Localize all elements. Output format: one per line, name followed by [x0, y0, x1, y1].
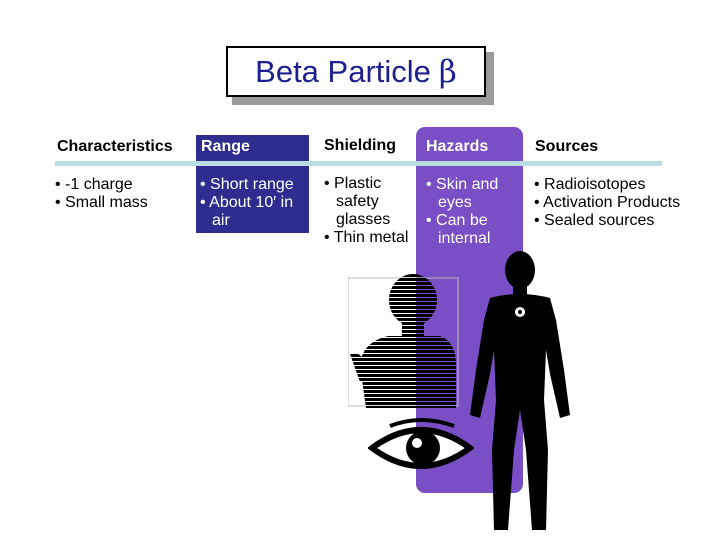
characteristics-list: • -1 charge • Small mass [55, 176, 190, 212]
shielding-list: • Plastic safety glasses • Thin metal [324, 175, 412, 247]
list-item: • Small mass [55, 194, 148, 211]
eye-icon [368, 418, 474, 469]
header-divider [55, 161, 662, 166]
list-item: • Skin and eyes [426, 176, 499, 211]
header-characteristics: Characteristics [57, 138, 173, 155]
list-item: • Activation Products [534, 194, 681, 211]
sources-list: • Radioisotopes • Activation Products • … [534, 176, 694, 230]
list-item: • Thin metal [324, 229, 409, 246]
list-item: • Radioisotopes [534, 176, 646, 193]
header-hazards: Hazards [426, 138, 489, 155]
list-item: • Can be internal [426, 212, 491, 247]
list-item: • Plastic safety glasses [324, 175, 391, 228]
list-item: • About 10′ in air [200, 194, 294, 229]
header-range: Range [201, 138, 250, 155]
title-text: Beta Particle [255, 53, 431, 89]
range-column-box [196, 135, 309, 233]
header-shielding: Shielding [324, 137, 396, 154]
header-sources: Sources [535, 138, 599, 155]
range-list: • Short range • About 10′ in air [200, 176, 312, 230]
hazards-list: • Skin and eyes • Can be internal [426, 176, 518, 248]
list-item: • Sealed sources [534, 212, 655, 229]
human-body-icon [470, 251, 570, 530]
beta-symbol: β [438, 53, 457, 90]
slide-title: Beta Particle β [226, 46, 486, 97]
torso-silhouette-icon [348, 274, 459, 408]
list-item: • Short range [200, 176, 294, 193]
list-item: • -1 charge [55, 176, 133, 193]
